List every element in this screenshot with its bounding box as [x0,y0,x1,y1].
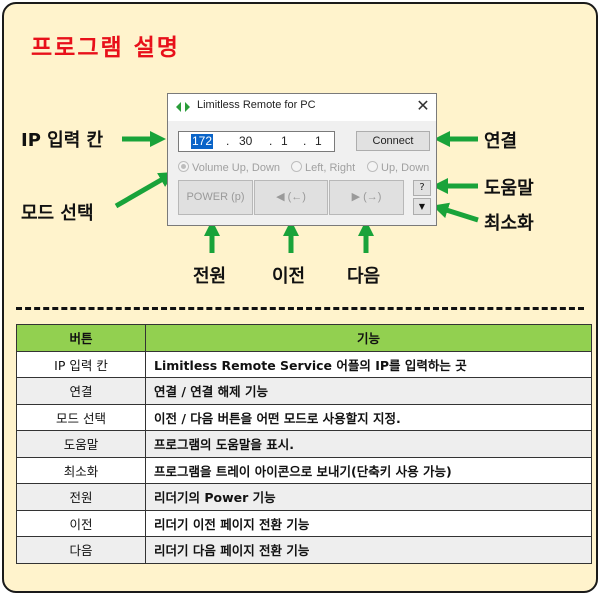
table-cell-function: 리더기 이전 페이지 전환 기능 [145,509,592,537]
dashed-divider [16,307,584,310]
table-cell-function: 리더기의 Power 기능 [145,483,592,511]
label-mode-select: 모드 선택 [21,203,94,224]
table-cell-button: 이전 [16,509,146,537]
connect-button[interactable]: Connect [356,131,430,151]
table-cell-button: 연결 [16,377,146,405]
label-ip-input: IP 입력 칸 [21,130,104,151]
table-cell-button: IP 입력 칸 [16,350,146,378]
app-window: Limitless Remote for PC ✕ 172 . 30 . 1 .… [167,93,437,226]
table-cell-button: 최소화 [16,456,146,484]
label-help: 도움말 [484,178,534,199]
table-cell-function: Limitless Remote Service 어플의 IP를 입력하는 곳 [145,350,592,378]
help-button[interactable]: ? [413,180,431,196]
label-connect: 연결 [484,131,518,152]
radio-dot-icon [367,161,378,172]
table-cell-button: 도움말 [16,430,146,458]
table-cell-function: 프로그램의 도움말을 표시. [145,430,592,458]
next-button[interactable]: ▶ (→) [329,180,404,215]
ip-octet-3[interactable]: 1 [281,134,288,148]
table-cell-function: 이전 / 다음 버튼을 어떤 모드로 사용할지 지정. [145,403,592,431]
table-cell-button: 전원 [16,483,146,511]
radio-label: Volume Up, Down [192,162,281,174]
ip-octet-4[interactable]: 1 [315,134,322,148]
table-cell-function: 연결 / 연결 해제 기능 [145,377,592,405]
table-header-function: 기능 [145,324,592,352]
radio-left-right[interactable]: Left, Right [291,161,355,174]
power-button[interactable]: POWER (p) [178,180,253,215]
label-power: 전원 [193,266,227,287]
table-cell-button: 다음 [16,536,146,564]
arrow-mode [114,172,175,209]
ip-octet-2[interactable]: 30 [239,134,253,148]
ip-separator: . [303,134,307,148]
callout-arrows [114,130,479,253]
table-header-button: 버튼 [16,324,146,352]
window-title: Limitless Remote for PC [197,99,316,111]
ip-separator: . [226,134,230,148]
page-title: 프로그램 설명 [31,35,180,61]
label-minimize: 최소화 [484,213,534,234]
window-titlebar[interactable]: Limitless Remote for PC ✕ [168,94,436,121]
table-cell-function: 프로그램을 트레이 아이콘으로 보내기(단축키 사용 가능) [145,456,592,484]
table-cell-button: 모드 선택 [16,403,146,431]
prev-button[interactable]: ◀ (←) [254,180,328,215]
minimize-button[interactable]: ▼ [413,198,431,215]
close-icon[interactable]: ✕ [416,96,430,115]
radio-dot-icon [178,161,189,172]
radio-label: Left, Right [305,162,356,174]
arrow-minimize [432,202,479,223]
ip-input[interactable]: 172 . 30 . 1 . 1 [178,131,335,152]
radio-volume-up-down[interactable]: Volume Up, Down [178,161,280,174]
ip-separator: . [269,134,273,148]
radio-up-down[interactable]: Up, Down [367,161,429,174]
radio-label: Up, Down [381,162,430,174]
app-arrows-icon [176,102,190,112]
label-prev: 이전 [272,266,306,287]
ip-octet-1[interactable]: 172 [191,134,214,149]
table-cell-function: 리더기 다음 페이지 전환 기능 [145,536,592,564]
label-next: 다음 [347,266,381,287]
table-header-row: 버튼 기능 [16,324,592,352]
radio-dot-icon [291,161,302,172]
